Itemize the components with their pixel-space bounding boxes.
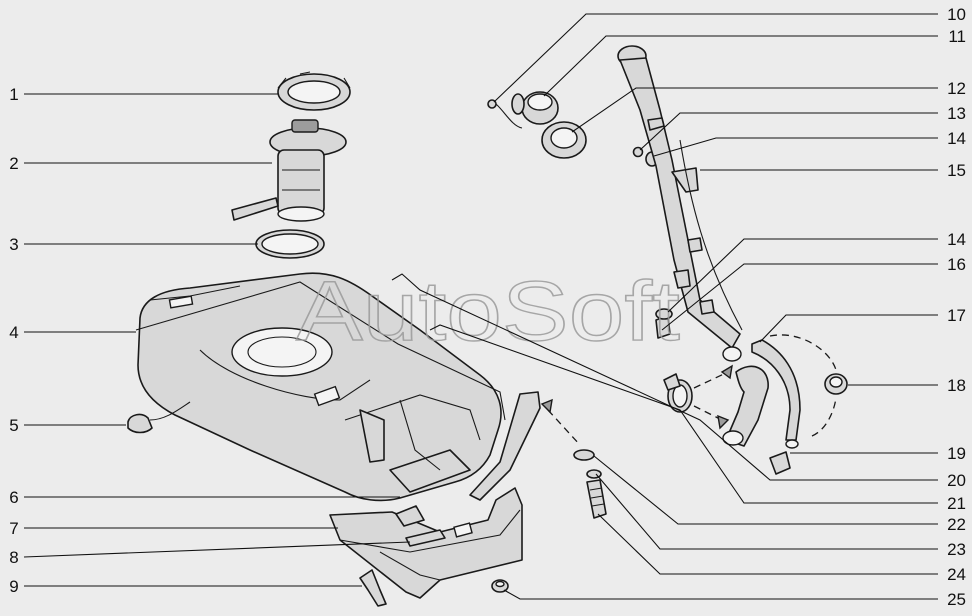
callout-number: 25 — [947, 590, 966, 609]
callout-number: 20 — [947, 471, 966, 490]
hose-clamp — [663, 364, 733, 430]
callout-number: 10 — [947, 5, 966, 24]
fuel-pump-module — [231, 119, 347, 222]
callout-number: 8 — [9, 548, 18, 567]
callout-leader — [661, 263, 938, 331]
callout-number: 3 — [9, 235, 18, 254]
locking-ring — [277, 71, 351, 111]
filler-grommet — [541, 121, 587, 159]
callout-leader — [391, 273, 938, 481]
heat-shield — [329, 487, 523, 599]
callout-number: 15 — [947, 161, 966, 180]
callout-number: 21 — [947, 494, 966, 513]
callout-leader — [759, 314, 938, 343]
callout-number: 7 — [9, 519, 18, 538]
callout-leader — [639, 112, 938, 151]
callout-leader — [543, 35, 938, 97]
callout-layer: 1234567891011121314151416171819202122232… — [9, 5, 966, 609]
callout-leader — [593, 455, 938, 525]
callout-number: 16 — [947, 255, 966, 274]
watermark: AutoSoft — [296, 264, 680, 358]
fuel-line-connector — [127, 401, 191, 434]
callout-number: 12 — [947, 79, 966, 98]
filler-neck — [617, 45, 743, 349]
callout-number: 5 — [9, 416, 18, 435]
callout-number: 18 — [947, 376, 966, 395]
filler-hose — [722, 346, 769, 447]
callout-leader — [667, 238, 938, 313]
callout-number: 4 — [9, 323, 18, 342]
callout-number: 22 — [947, 515, 966, 534]
callout-number: 19 — [947, 444, 966, 463]
callout-number: 24 — [947, 565, 966, 584]
callout-leader — [23, 541, 411, 558]
callout-number: 2 — [9, 154, 18, 173]
pump-opening — [231, 327, 333, 377]
callout-leader — [653, 137, 938, 157]
callout-number: 14 — [947, 129, 966, 148]
shield-clip — [395, 505, 425, 527]
callout-leader — [595, 473, 938, 550]
fuel-tank — [135, 272, 506, 502]
callout-number: 9 — [9, 577, 18, 596]
callout-leader — [597, 513, 938, 575]
callout-leader — [429, 324, 938, 504]
fuel-cap — [487, 91, 559, 129]
tank-bracket-bottom — [389, 449, 471, 493]
callout-leader — [571, 87, 938, 133]
callout-number: 13 — [947, 104, 966, 123]
bolt-assembly — [540, 398, 607, 519]
nut — [491, 579, 509, 593]
float-arm — [231, 197, 279, 221]
callout-number: 1 — [9, 85, 18, 104]
callout-number: 23 — [947, 540, 966, 559]
callout-number: 17 — [947, 306, 966, 325]
shield-clip-lower — [359, 569, 387, 607]
vent-hose — [751, 334, 837, 475]
vent-cap — [824, 373, 848, 395]
callout-leader — [503, 589, 938, 600]
callout-leader — [493, 13, 938, 103]
pump-seal — [255, 229, 325, 259]
callout-number: 6 — [9, 488, 18, 507]
shield-bracket — [405, 529, 446, 547]
tank-bracket-left — [359, 409, 385, 463]
callout-number: 11 — [948, 27, 966, 46]
tank-strap — [469, 391, 541, 501]
callout-number: 14 — [947, 230, 966, 249]
